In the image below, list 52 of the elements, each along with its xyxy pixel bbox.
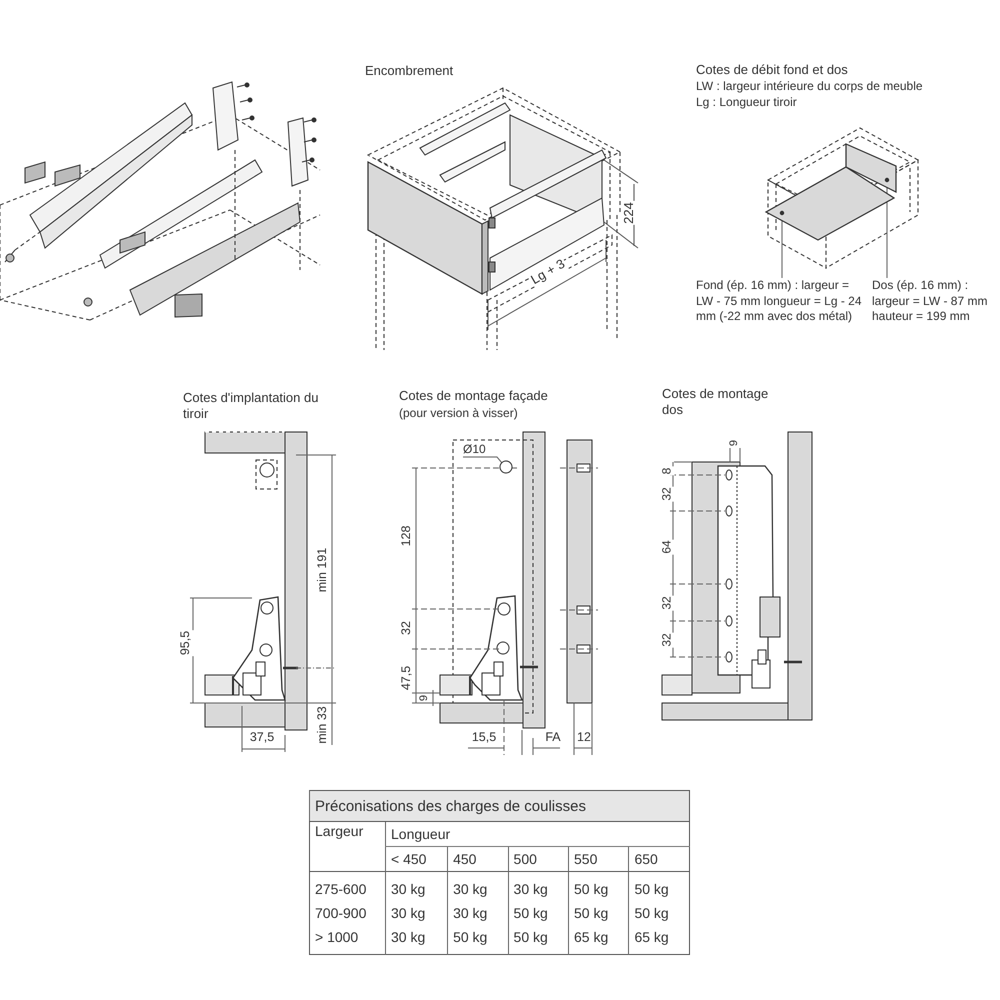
table-cell: 30 kg: [508, 872, 568, 901]
heading: Cotes d'implantation du tiroir: [183, 390, 320, 422]
dimension-label: 12: [576, 730, 592, 746]
column-header: Largeur: [310, 822, 386, 872]
dimension-label: 95,5: [178, 630, 194, 656]
column-header: 550: [568, 846, 629, 872]
back-panel: [845, 143, 897, 193]
annotation-text: Fond (ép. 16 mm) : largeur = LW - 75 mm longueur = Lg - 24 mm (-22 mm avec dos métal): [696, 278, 866, 325]
table-cell: 50 kg: [508, 901, 568, 925]
annotation-text: Ø10: [463, 442, 486, 458]
table-cell: 50 kg: [448, 925, 508, 954]
note-text: (pour version à visser): [399, 406, 518, 421]
row-header: 275-600: [310, 872, 386, 901]
annotation-text: Dos (ép. 16 mm) : largeur = LW - 87 mm hauteur = 199 mm: [872, 278, 1000, 325]
dimension-label: FA: [544, 730, 562, 746]
table-cell: 65 kg: [568, 925, 629, 954]
table-cell: 30 kg: [386, 901, 448, 925]
note-text: LW : largeur intérieure du corps de meuble: [696, 79, 923, 94]
heading: Cotes de montage façade: [399, 388, 548, 404]
column-header: 650: [628, 846, 690, 872]
heading: Cotes de montage dos: [662, 386, 770, 418]
column-header: < 450: [386, 846, 448, 872]
heading: Cotes de débit fond et dos: [696, 62, 848, 78]
table-cell: 30 kg: [386, 925, 448, 954]
table-cell: 30 kg: [448, 872, 508, 901]
table-cell: 30 kg: [448, 901, 508, 925]
heading: Encombrement: [365, 63, 454, 80]
dimension-label: 32: [660, 595, 674, 611]
dimension-label: 15,5: [470, 730, 498, 746]
table-cell: 50 kg: [628, 872, 690, 901]
column-header: 450: [448, 846, 508, 872]
table-cell: 30 kg: [386, 872, 448, 901]
leader-line: [462, 456, 502, 464]
table-cell: 50 kg: [568, 872, 629, 901]
dimension-label: 8: [660, 466, 674, 476]
table-cell: 50 kg: [508, 925, 568, 954]
table-cell: 50 kg: [628, 901, 690, 925]
table-cell: 65 kg: [628, 925, 690, 954]
row-header: > 1000: [310, 925, 386, 954]
hole: [500, 460, 512, 474]
dimension-label: 47,5: [399, 664, 415, 692]
table-title: Préconisations des charges de coulisses: [310, 790, 690, 822]
dimension-label: 64: [660, 539, 674, 555]
column-header: Longueur: [386, 822, 690, 846]
dimension-label: 37,5: [248, 730, 276, 746]
column-header: 500: [508, 846, 568, 872]
note-text: Lg : Longueur tiroir: [696, 95, 797, 110]
dimension-label: 32: [660, 632, 674, 648]
row-header: 700-900: [310, 901, 386, 925]
dimension-label: 32: [660, 486, 674, 502]
table-cell: 50 kg: [568, 901, 629, 925]
dimension-label: 224: [620, 201, 638, 225]
